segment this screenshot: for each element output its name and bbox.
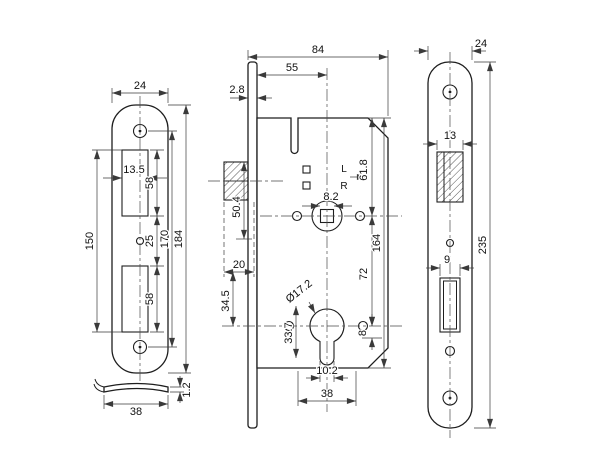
dim-body-cyl-span-label: 33.7 — [283, 322, 295, 343]
ext-line — [170, 386, 184, 393]
dim-body-square: 8.2 — [302, 190, 352, 209]
ext-line — [223, 202, 255, 277]
dim-body-lower-span: 34.5 — [219, 272, 236, 326]
dim-body-latch-width: 20 — [223, 202, 255, 277]
dim-strike-height: 184 — [168, 104, 191, 374]
leader-line — [308, 301, 316, 314]
ext-line — [319, 361, 335, 382]
spring-detail-upper — [302, 165, 311, 174]
dim-face-height-label: 235 — [477, 236, 489, 254]
dim-strike-slot-bottom-label: 58 — [144, 293, 156, 305]
dim-strike-gap: 25 — [143, 216, 160, 266]
strike-bolt-cutout — [121, 265, 149, 333]
dim-face-width: 24 — [414, 37, 488, 60]
ext-line — [427, 46, 473, 60]
dim-body-offset-label: 8 — [357, 330, 369, 336]
ext-line — [474, 61, 496, 429]
dim-strike-slot-bottom: 58 — [143, 265, 164, 333]
spring-detail-lower — [302, 181, 311, 190]
dim-strike-width: 24 — [111, 79, 169, 103]
dim-body-depth: 84 — [247, 43, 389, 116]
dim-body-centers-label: 72 — [358, 268, 370, 280]
faceplate-view: 24 13 9 235 — [414, 37, 496, 438]
dim-body-base-width-label: 38 — [321, 388, 333, 400]
dim-face-latch-width-label: 13 — [444, 130, 456, 142]
dim-edge-width-label: 38 — [130, 406, 142, 418]
dim-edge-thickness-label: 1.2 — [181, 382, 193, 397]
lock-body-view: 84 55 2.8 8.2 L R 61.8 72 — [208, 43, 402, 429]
ext-line — [168, 104, 191, 374]
dim-body-depth-label: 84 — [312, 44, 324, 56]
ext-line — [297, 371, 357, 406]
dim-body-stem-width-label: 10.2 — [316, 365, 337, 377]
dim-strike-width-label: 24 — [134, 80, 146, 92]
ext-line — [368, 117, 391, 369]
faceplate-side — [247, 61, 258, 429]
strike-edge-lip — [93, 378, 105, 393]
dim-body-lower-span-label: 34.5 — [220, 290, 232, 311]
dim-body-latch-span-label: 50.4 — [231, 196, 243, 217]
strike-edge-view: 38 1.2 — [93, 376, 194, 419]
strike-plate-view: 24 13.5 58 25 58 170 — [83, 79, 191, 382]
dim-strike-slot-width-label: 13.5 — [123, 164, 144, 176]
dim-body-top-to-follower-label: 61.8 — [358, 159, 370, 180]
dim-strike-side-span-label: 150 — [84, 232, 96, 250]
strike-latch-cutout — [121, 149, 149, 217]
strike-screw-hole-bottom-center — [138, 345, 142, 349]
dim-body-cyl-span: 33.7 — [282, 306, 299, 358]
dim-body-face-thickness: 2.8 — [228, 83, 272, 101]
ext-line — [247, 50, 389, 116]
ext-line — [111, 88, 169, 103]
handing-marks: L R — [339, 163, 366, 193]
strike-screw-hole-top-center — [138, 129, 142, 133]
ext-line — [103, 395, 169, 409]
dim-edge-thickness: 1.2 — [170, 376, 194, 403]
dim-body-offset: 8 — [356, 314, 382, 350]
dim-body-backset: 55 — [256, 61, 327, 78]
dim-face-height: 235 — [474, 61, 496, 429]
dim-body-square-label: 8.2 — [323, 191, 338, 203]
dim-body-backset-label: 55 — [286, 62, 298, 74]
dim-body-top-to-follower: 61.8 — [357, 118, 375, 216]
strike-edge-profile — [103, 382, 169, 393]
ext-line — [439, 264, 461, 276]
dim-strike-height-label: 184 — [173, 230, 185, 248]
dim-body-latch-span: 50.4 — [230, 162, 252, 240]
ext-line — [436, 140, 464, 150]
dim-strike-screw-span: 170 — [148, 130, 177, 348]
dim-strike-screw-span-label: 170 — [159, 230, 171, 248]
faceplate-screw-hole-top-center — [448, 90, 452, 94]
dim-body-stem-width: 10.2 — [306, 361, 348, 382]
dim-strike-gap-label: 25 — [144, 235, 156, 247]
lock-case — [256, 117, 389, 369]
dim-face-width-label: 24 — [475, 38, 487, 50]
dim-body-centers: 72 — [357, 216, 375, 326]
dim-strike-slot-width: 13.5 — [103, 163, 167, 181]
dim-strike-slot-top-label: 58 — [144, 177, 156, 189]
dim-face-bolt-width-label: 9 — [444, 254, 450, 266]
dim-face-bolt-width: 9 — [426, 253, 474, 276]
dim-body-height-label: 164 — [371, 234, 383, 252]
dim-face-latch-width: 13 — [423, 129, 477, 150]
dim-body-face-thickness-label: 2.8 — [229, 84, 244, 96]
dim-edge-width: 38 — [103, 395, 169, 419]
dim-strike-slot-top: 58 — [143, 149, 164, 217]
dim-strike-side-span: 150 — [83, 149, 122, 333]
hand-left-label: L — [341, 164, 347, 175]
dim-body-latch-width-label: 20 — [233, 259, 245, 271]
hand-right-label: R — [340, 181, 347, 192]
dim-body-height: 164 — [368, 117, 391, 369]
dim-body-base-width: 38 — [297, 371, 357, 406]
